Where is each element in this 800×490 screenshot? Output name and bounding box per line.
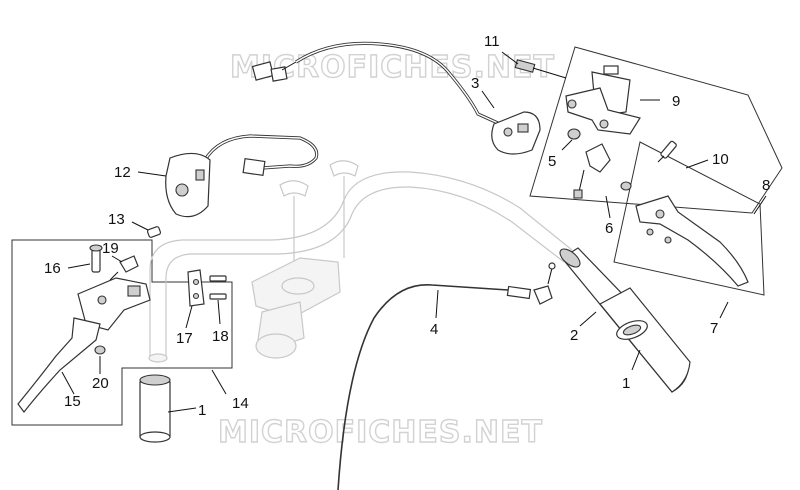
handlebar-clamp-ghost <box>251 160 359 359</box>
callout-10: 10 <box>712 151 729 168</box>
watermark-bottom: MICROFICHES.NET <box>218 415 543 450</box>
callout-3: 3 <box>471 75 479 92</box>
callout-14: 14 <box>232 395 249 412</box>
brake-assembly-box <box>529 46 783 214</box>
callout-18: 18 <box>212 328 229 345</box>
screw-10 <box>620 140 677 191</box>
mirror-clamp-17 <box>187 269 205 307</box>
callout-1-left: 1 <box>198 402 206 419</box>
brake-master-cylinder <box>514 59 641 135</box>
clutch-cable <box>337 262 556 490</box>
left-grip <box>139 374 171 443</box>
callout-11: 11 <box>484 33 500 50</box>
nut-5 <box>567 128 581 140</box>
callout-16: 16 <box>44 260 61 277</box>
brake-lever-box <box>613 141 765 296</box>
right-grip <box>616 320 648 340</box>
callout-2: 2 <box>570 327 578 344</box>
callout-4: 4 <box>430 321 438 338</box>
callout-17: 17 <box>176 330 193 347</box>
brake-light-switch <box>573 143 611 199</box>
clutch-assembly-box <box>11 239 233 426</box>
screws-18 <box>209 275 227 300</box>
callout-5: 5 <box>548 153 556 170</box>
leader-lines <box>61 51 767 413</box>
switch-wiring-harness <box>251 41 501 126</box>
callout-1-right: 1 <box>622 375 630 392</box>
clutch-lever-group <box>17 244 151 413</box>
callout-8: 8 <box>762 177 770 194</box>
brake-lever <box>635 195 749 287</box>
callout-7: 7 <box>710 320 718 337</box>
right-switch-unit <box>481 90 541 155</box>
callout-15: 15 <box>64 393 81 410</box>
callout-20: 20 <box>92 375 109 392</box>
screw-13 <box>146 226 162 238</box>
callout-6: 6 <box>605 220 613 237</box>
callout-9: 9 <box>672 93 680 110</box>
callout-19: 19 <box>102 240 119 257</box>
left-switch-unit <box>165 134 319 218</box>
throttle-tube <box>559 247 691 393</box>
callout-13: 13 <box>108 211 125 228</box>
callouts: 1 1 2 3 4 5 6 7 8 9 10 11 12 13 14 15 16… <box>44 33 770 419</box>
callout-12: 12 <box>114 164 131 181</box>
